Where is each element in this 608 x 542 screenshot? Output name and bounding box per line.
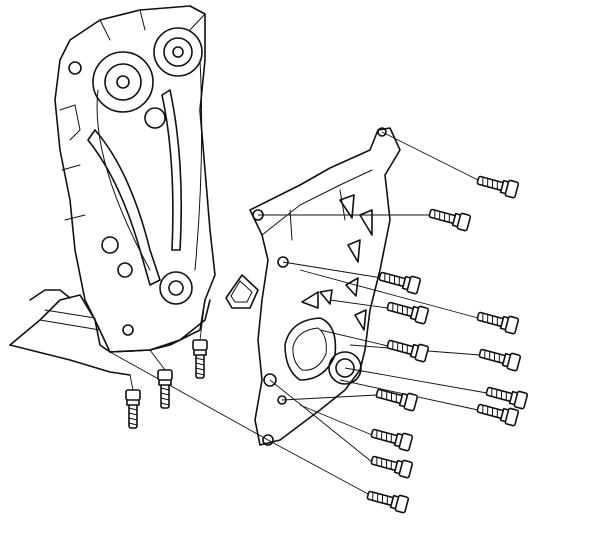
bolt-15 [157, 369, 173, 409]
bolt-16 [125, 389, 141, 429]
bolt-1 [475, 171, 520, 199]
bolt-5 [475, 307, 520, 335]
bolt-14 [192, 339, 208, 379]
bolt-6 [385, 335, 430, 363]
bolt-3 [377, 267, 422, 295]
o-ring-gasket [225, 274, 259, 309]
bolt-13 [365, 486, 410, 514]
bolt-8 [484, 382, 529, 410]
bolt-12 [369, 451, 414, 479]
bolt-2 [427, 204, 472, 232]
bolt-7 [477, 344, 522, 372]
bolt-4 [385, 297, 430, 325]
engine-block [9, 5, 216, 376]
bolt-11 [369, 424, 414, 452]
